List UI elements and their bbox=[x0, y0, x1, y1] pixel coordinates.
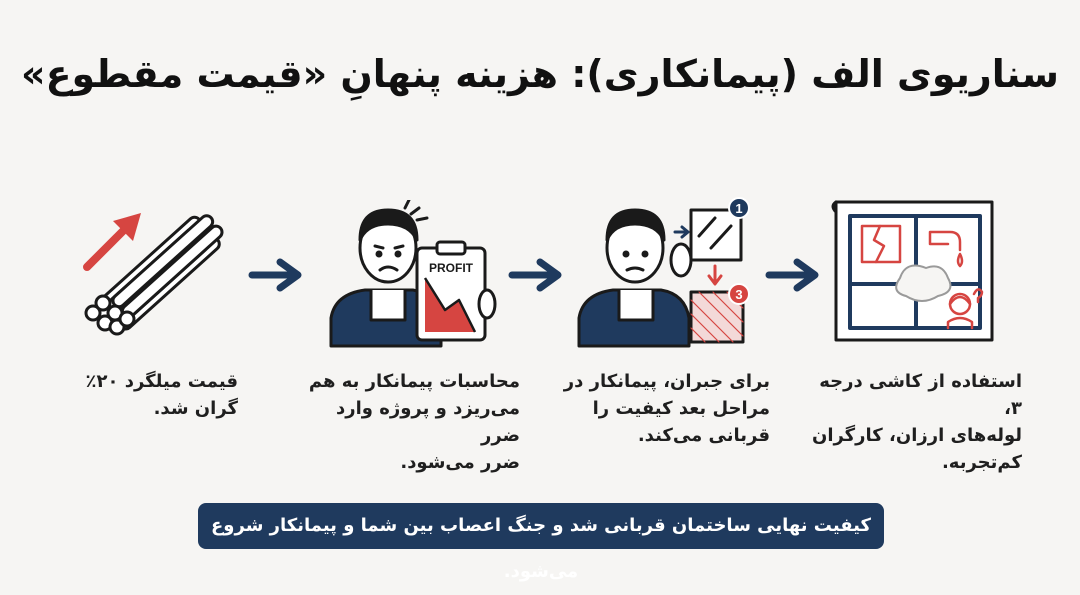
conclusion-banner: کیفیت نهایی ساختمان قربانی شد و جنگ اعصا… bbox=[198, 503, 884, 582]
profit-clipboard bbox=[415, 240, 497, 342]
defective-blueprint-icon bbox=[831, 200, 994, 342]
step-1-caption: قیمت میلگرد ۲۰٪ گران شد. bbox=[85, 371, 238, 419]
step-3-caption: برای جبران، پیمانکار در مراحل بعد کیفیت … bbox=[563, 371, 770, 446]
arrow-right-icon bbox=[508, 258, 562, 292]
step-2-caption: محاسبات پیمانکار به هم می‌ریزد و پروژه و… bbox=[308, 371, 520, 473]
clipboard-label: PROFIT bbox=[429, 261, 474, 275]
rebar-bundle-icon bbox=[83, 213, 224, 336]
page-title: سناریوی الف (پیمانکاری): هزینه پنهانِ «ق… bbox=[21, 52, 1059, 96]
arrow-right-icon bbox=[765, 258, 819, 292]
quality-swap-icon: 1 3 bbox=[577, 197, 750, 348]
badge-3-label: 3 bbox=[735, 287, 742, 302]
step-4-caption: استفاده از کاشی درجه ۳، لوله‌های ارزان، … bbox=[811, 371, 1022, 473]
badge-3 bbox=[728, 283, 750, 305]
badge-1 bbox=[728, 197, 750, 219]
worried-contractor-icon: PROFIT bbox=[329, 200, 497, 348]
arrow-right-icon bbox=[248, 258, 302, 292]
badge-1-label: 1 bbox=[735, 201, 742, 216]
